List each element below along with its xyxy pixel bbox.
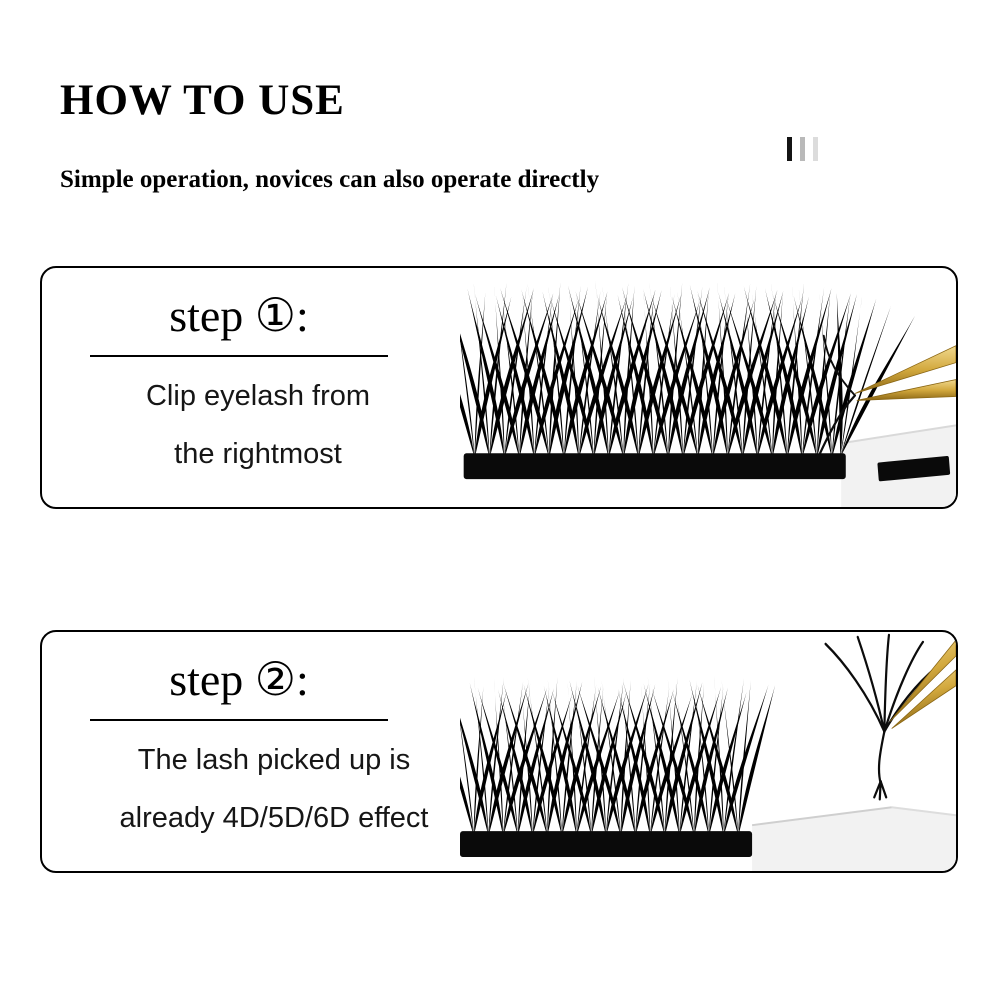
step1-underline bbox=[90, 355, 388, 357]
bar-light bbox=[813, 137, 818, 161]
fan-base-tuft bbox=[873, 780, 888, 801]
tweezers-icon bbox=[889, 639, 956, 729]
step2-line1: The lash picked up is bbox=[137, 744, 411, 776]
step1-line2: the rightmost bbox=[174, 438, 342, 470]
lash-tray-graphic bbox=[460, 675, 778, 838]
step2-underline bbox=[90, 719, 388, 721]
step1-panel: step ①: Clip eyelash from the rightmost bbox=[40, 266, 958, 509]
bar-gray bbox=[800, 137, 805, 161]
page-subtitle: Simple operation, novices can also opera… bbox=[60, 166, 600, 193]
tweezers-icon bbox=[854, 345, 956, 401]
step2-photo bbox=[460, 632, 956, 871]
strip-piece bbox=[877, 456, 951, 482]
lash-tray-graphic bbox=[460, 279, 877, 460]
fan-lash-graphic bbox=[824, 633, 945, 801]
step2-line2: already 4D/5D/6D effect bbox=[119, 802, 429, 834]
foam-block bbox=[751, 806, 956, 871]
step2-panel: step ②: The lash picked up is already 4D… bbox=[40, 630, 958, 873]
step2-text-block: step ②: The lash picked up is already 4D… bbox=[42, 632, 460, 871]
step2-photo-svg bbox=[460, 633, 956, 871]
step2-label: step ②: bbox=[169, 654, 309, 705]
tray-strip bbox=[460, 831, 753, 858]
step1-photo bbox=[460, 268, 956, 507]
step1-text-block: step ①: Clip eyelash from the rightmost bbox=[42, 268, 460, 507]
step1-photo-svg bbox=[460, 279, 956, 507]
picked-lash bbox=[818, 334, 857, 455]
step1-label: step ①: bbox=[169, 290, 309, 341]
tray-strip bbox=[463, 453, 846, 480]
bar-dark bbox=[787, 137, 792, 161]
page-title: HOW TO USE bbox=[60, 77, 345, 124]
triple-bars-icon bbox=[787, 137, 818, 161]
step1-line1: Clip eyelash from bbox=[145, 380, 371, 412]
